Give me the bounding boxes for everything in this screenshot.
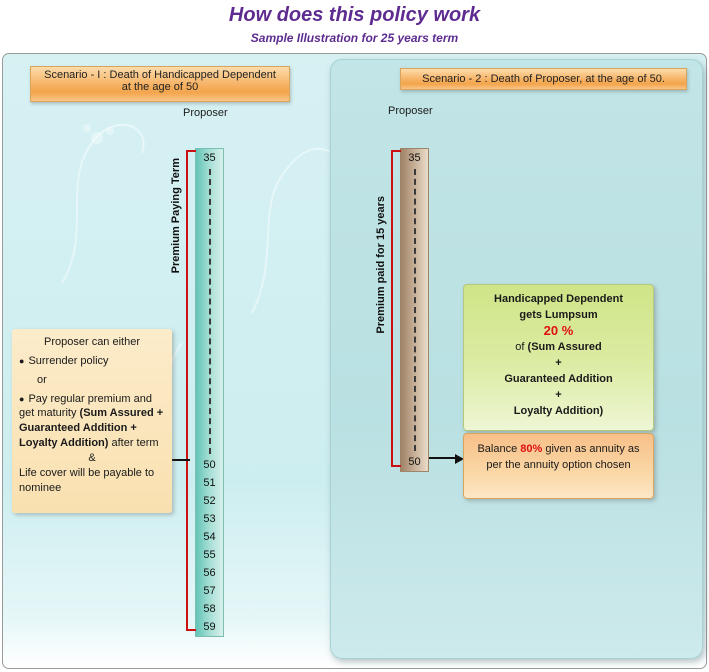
- annuity-percent: 80%: [520, 443, 543, 455]
- scenario2-arrow-line: [429, 457, 457, 459]
- note-footer: Life cover will be payable to nominee: [19, 466, 155, 494]
- scenario2-timeline-label: Premium paid for 15 years: [375, 196, 387, 334]
- age-label: 54: [203, 531, 216, 543]
- bullet-icon: ●: [19, 355, 25, 366]
- age-label: 52: [203, 495, 216, 507]
- lumpsum-item2: Guaranteed Addition: [504, 373, 613, 385]
- lumpsum-plus1: +: [555, 357, 562, 369]
- lumpsum-of-line: of (Sum Assured: [464, 339, 653, 355]
- note-option1-text: Surrender policy: [28, 354, 109, 367]
- scenario1-header-line2: at the age of 50: [121, 81, 199, 93]
- note-intro: Proposer can either: [44, 336, 140, 348]
- scenario1-note-box: Proposer can either ●Surrender policy or…: [12, 329, 172, 513]
- bullet-icon: ●: [19, 393, 25, 404]
- scenario2-proposer-label: Proposer: [388, 105, 433, 117]
- age-label: 50: [408, 456, 421, 468]
- age-label: 35: [203, 152, 216, 164]
- age-label: 56: [203, 567, 216, 579]
- scenario2-premium-bracket: [391, 150, 401, 467]
- note-or: or: [37, 373, 47, 386]
- timeline-dotted-line: [413, 169, 416, 451]
- lumpsum-line1: Handicapped Dependent: [494, 293, 623, 305]
- scenario2-annuity-box: Balance 80% given as annuity as per the …: [463, 433, 654, 499]
- age-label: 53: [203, 513, 216, 525]
- scenario2-header: Scenario - 2 : Death of Proposer, at the…: [400, 68, 687, 90]
- page-title: How does this policy work: [228, 4, 481, 26]
- age-label: 55: [203, 549, 216, 561]
- lumpsum-of: of: [515, 341, 528, 353]
- age-label: 59: [203, 621, 216, 633]
- age-label: 50: [203, 459, 216, 471]
- annuity-post: given as annuity as per the annuity opti…: [486, 443, 640, 471]
- note-option2: ●Pay regular premium and get maturity (S…: [19, 392, 165, 451]
- scenario1-timeline-label: Premium Paying Term: [170, 158, 182, 274]
- scenario1-premium-bracket: [186, 150, 196, 631]
- scenario1-arrow-line: [167, 459, 190, 461]
- age-label: 51: [203, 477, 216, 489]
- scenario1-header-line1: Scenario - I : Death of Handicapped Depe…: [44, 69, 276, 81]
- note-ampersand: &: [88, 451, 96, 464]
- scenario1-header: Scenario - I : Death of Handicapped Depe…: [30, 66, 290, 102]
- lumpsum-line2: gets Lumpsum: [519, 309, 598, 321]
- scenario2-lumpsum-box: Handicapped Dependent gets Lumpsum 20 % …: [463, 284, 654, 431]
- lumpsum-item1: (Sum Assured: [527, 341, 602, 353]
- page-subtitle: Sample Illustration for 25 years term: [250, 31, 459, 45]
- scenario2-timeline-bar: 35 50: [400, 148, 429, 472]
- age-label: 35: [408, 152, 421, 164]
- lumpsum-plus2: +: [555, 389, 562, 401]
- scenario1-proposer-label: Proposer: [183, 107, 228, 119]
- note-option2-bold: (Sum Assured + Guaranteed Addition + Loy…: [19, 407, 164, 450]
- age-label: 57: [203, 585, 216, 597]
- scenario1-timeline-bar: 35 50 51 52 53 54 55 56 57 58 59: [195, 148, 224, 637]
- timeline-dotted-line: [208, 169, 211, 454]
- lumpsum-item3: Loyalty Addition): [513, 405, 604, 417]
- age-label: 58: [203, 603, 216, 615]
- note-option2-post: after term: [108, 437, 159, 450]
- note-option1: ●Surrender policy: [19, 354, 165, 369]
- scenario2-arrow-head: [455, 454, 464, 464]
- lumpsum-percent: 20 %: [543, 323, 574, 338]
- annuity-pre: Balance: [477, 443, 521, 455]
- note-option2-pre: Pay regular premium and get maturity: [19, 392, 152, 420]
